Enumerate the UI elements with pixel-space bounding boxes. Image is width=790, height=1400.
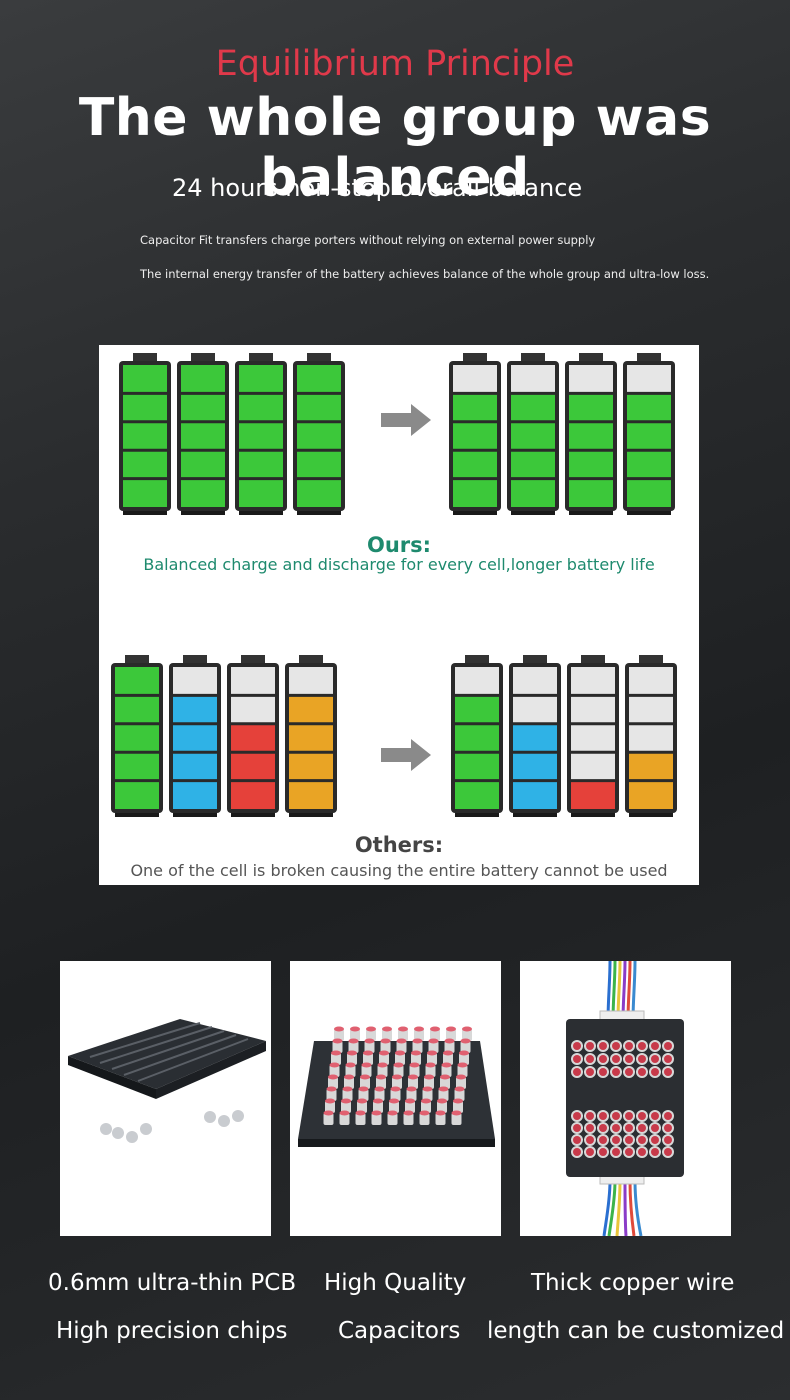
page-title: The whole group was balanced [78,88,712,208]
others-arrow-icon [381,739,431,771]
others-after-group [451,655,677,817]
battery-cell [625,655,677,817]
feature-3-line-1: Thick copper wire [531,1270,735,1296]
battery-cell [623,353,675,515]
battery-cell [285,655,337,817]
feature-1-line-2: High precision chips [56,1318,288,1344]
battery-cell [565,353,617,515]
ours-arrow-icon [381,404,431,436]
battery-cell [567,655,619,817]
description-line-2: The internal energy transfer of the batt… [140,267,710,281]
feature-1-line-1: 0.6mm ultra-thin PCB [48,1270,297,1296]
battery-cell [509,655,561,817]
others-before-group [111,655,337,817]
copper-wire-board-photo [520,960,731,1237]
feature-3-line-2: length can be customized [487,1318,785,1344]
ours-description: Balanced charge and discharge for every … [143,555,655,574]
balance-comparison-diagram: Ours: Balanced charge and discharge for … [99,345,699,885]
description-line-1: Capacitor Fit transfers charge porters w… [140,233,596,247]
tagline: 24 hours non-stop overall balance [172,174,583,202]
battery-cell [235,353,287,515]
capacitor-board-photo [290,961,501,1236]
battery-illustration [111,353,677,817]
battery-cell [119,353,171,515]
battery-cell [111,655,163,817]
battery-cell [449,353,501,515]
battery-cell [169,655,221,817]
battery-cell [293,353,345,515]
others-description: One of the cell is broken causing the en… [130,861,668,880]
section-subtitle: Equilibrium Principle [215,44,575,84]
battery-cell [507,353,559,515]
feature-2-line-2: Capacitors [338,1318,461,1344]
battery-cell [227,655,279,817]
others-heading: Others: [354,833,444,857]
ours-before-group [119,353,345,515]
battery-cell [177,353,229,515]
feature-2-line-1: High Quality [324,1270,467,1296]
battery-cell [451,655,503,817]
ours-heading: Ours: [366,533,432,557]
pcb-board-photo [60,961,271,1236]
ours-after-group [449,353,675,515]
